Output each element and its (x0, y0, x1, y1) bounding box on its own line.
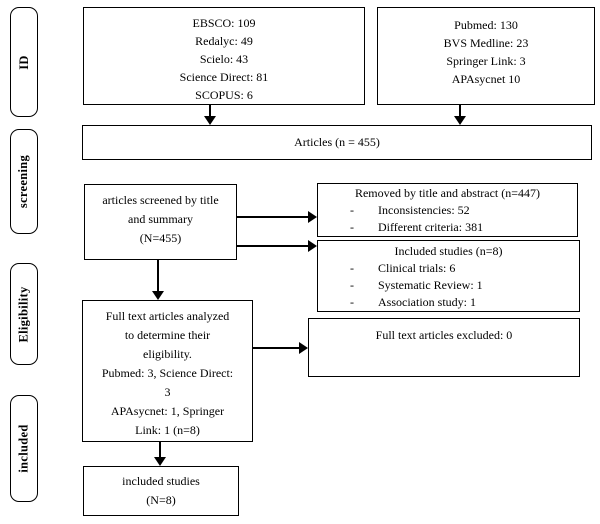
fulltext-line: eligibility. (143, 347, 192, 361)
removed-box: Removed by title and abstract (n=447) - … (317, 183, 578, 237)
stage-label-screening-text: screening (16, 154, 31, 209)
removed-item: - Inconsistencies: 52 (318, 202, 577, 219)
right-arrow-icon (253, 342, 308, 354)
included-type-text: Clinical trials: 6 (378, 261, 456, 275)
bullet-dash: - (350, 220, 354, 234)
source-line: BVS Medline: 23 (443, 36, 529, 50)
bullet-dash: - (350, 278, 354, 292)
included-final-line: (N=8) (146, 493, 176, 507)
sources-box-right: Pubmed: 130 BVS Medline: 23 Springer Lin… (377, 7, 595, 105)
source-line: Scielo: 43 (199, 52, 249, 66)
stage-label-eligibility: Eligibility (10, 263, 38, 365)
sources-box-left: EBSCO: 109 Redalyc: 49 Scielo: 43 Scienc… (83, 7, 365, 105)
included-type-text: Association study: 1 (378, 295, 476, 309)
screened-line: and summary (128, 212, 193, 226)
fulltext-box: Full text articles analyzed to determine… (82, 300, 253, 442)
source-line: APAsycnet 10 (451, 72, 521, 86)
source-line: Science Direct: 81 (179, 70, 269, 84)
included-type-item: - Association study: 1 (318, 294, 579, 311)
included-type-item: - Systematic Review: 1 (318, 277, 579, 294)
source-line: Pubmed: 130 (454, 18, 518, 32)
source-line: EBSCO: 109 (192, 16, 256, 30)
included-types-title: Included studies (n=8) (394, 244, 503, 258)
bullet-dash: - (350, 295, 354, 309)
fulltext-line: Pubmed: 3, Science Direct: (101, 366, 234, 380)
down-arrow-icon (204, 105, 216, 125)
included-final-box: included studies (N=8) (83, 466, 239, 516)
stage-label-included: included (10, 395, 38, 502)
screened-line: articles screened by title (102, 193, 219, 207)
stage-label-id: ID (10, 7, 38, 117)
down-arrow-icon (152, 260, 164, 300)
down-arrow-icon (454, 105, 466, 125)
removed-title: Removed by title and abstract (n=447) (354, 186, 541, 200)
stage-label-eligibility-text: Eligibility (16, 285, 31, 343)
excluded-box: Full text articles excluded: 0 (308, 318, 580, 377)
fulltext-line: APAsycnet: 1, Springer (110, 404, 225, 418)
stage-label-screening: screening (10, 129, 38, 234)
articles-total-box: Articles (n = 455) (82, 125, 592, 160)
removed-item: - Different criteria: 381 (318, 219, 577, 236)
included-type-text: Systematic Review: 1 (378, 278, 483, 292)
articles-total-text: Articles (n = 455) (294, 135, 380, 149)
included-type-item: - Clinical trials: 6 (318, 260, 579, 277)
source-line: Redalyc: 49 (195, 34, 253, 48)
bullet-dash: - (350, 261, 354, 275)
source-line: SCOPUS: 6 (195, 88, 253, 102)
stage-label-id-text: ID (16, 54, 31, 70)
bullet-dash: - (350, 203, 354, 217)
fulltext-line: to determine their (124, 328, 211, 342)
screened-box: articles screened by title and summary (… (84, 184, 237, 260)
included-types-box: Included studies (n=8) - Clinical trials… (317, 240, 580, 312)
screened-line: (N=455) (139, 231, 182, 245)
fulltext-line: 3 (164, 385, 171, 399)
down-arrow-icon (154, 442, 166, 466)
right-arrow-icon (237, 240, 317, 252)
stage-label-included-text: included (16, 424, 31, 473)
excluded-text: Full text articles excluded: 0 (375, 328, 513, 342)
included-final-line: included studies (122, 474, 200, 488)
removed-item-text: Different criteria: 381 (378, 220, 484, 234)
removed-item-text: Inconsistencies: 52 (378, 203, 470, 217)
fulltext-line: Full text articles analyzed (105, 309, 230, 323)
fulltext-line: Link: 1 (n=8) (135, 423, 200, 437)
source-line: Springer Link: 3 (446, 54, 526, 68)
right-arrow-icon (237, 211, 317, 223)
